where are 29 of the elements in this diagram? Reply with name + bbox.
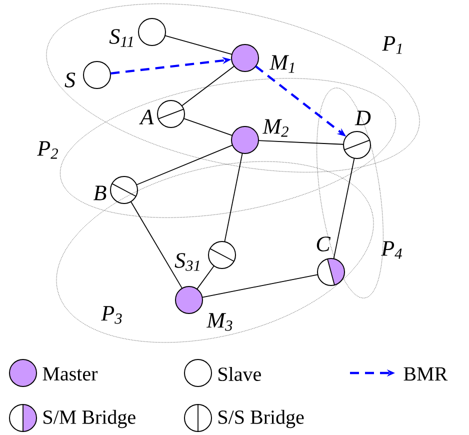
node-label: D bbox=[354, 110, 371, 126]
link-line bbox=[258, 140, 344, 145]
node-label: S$_{11}$ bbox=[109, 29, 133, 47]
link-line bbox=[136, 144, 233, 186]
link-line bbox=[333, 158, 355, 260]
node-label: S$_{31}$ bbox=[174, 253, 200, 271]
node-label: A bbox=[139, 110, 154, 124]
piconet-label: P$_{4}$ bbox=[381, 241, 402, 259]
link-line bbox=[164, 35, 232, 55]
link-line bbox=[130, 201, 182, 289]
link-line bbox=[196, 266, 214, 290]
node-label: C bbox=[316, 236, 331, 252]
legend-label: BMR bbox=[404, 367, 448, 381]
link-line bbox=[183, 118, 233, 136]
link-line bbox=[202, 274, 318, 298]
node-label: M$_{3}$ bbox=[206, 313, 232, 331]
legend-label: S/M Bridge bbox=[44, 410, 136, 428]
piconet-label: P$_{2}$ bbox=[37, 141, 58, 159]
legend-label: Slave bbox=[218, 366, 261, 382]
link-line bbox=[224, 152, 243, 242]
legend-label: Master bbox=[42, 367, 98, 381]
node-label: B bbox=[94, 186, 106, 200]
piconet-label: P$_{3}$ bbox=[101, 306, 122, 324]
piconet-label: P$_{1}$ bbox=[382, 36, 402, 54]
node-label: M$_{2}$ bbox=[262, 119, 288, 137]
node-label: M$_{1}$ bbox=[270, 55, 294, 73]
node-label: S bbox=[64, 72, 76, 88]
link-line bbox=[181, 66, 235, 106]
legend-label: S/S Bridge bbox=[218, 410, 304, 428]
